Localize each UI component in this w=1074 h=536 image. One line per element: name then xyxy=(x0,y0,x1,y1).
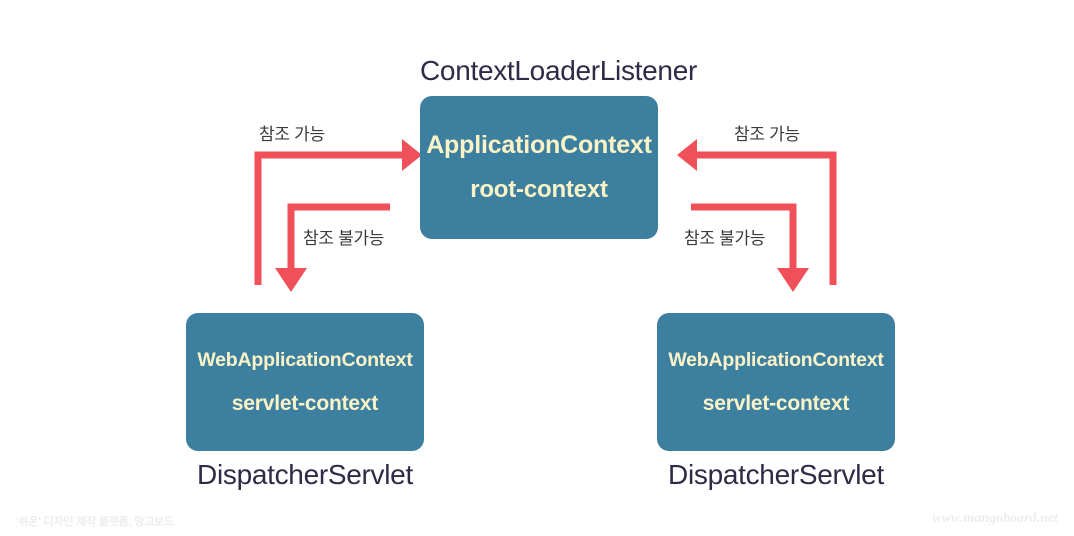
left-servlet-context-box-line1: WebApplicationContext xyxy=(197,348,413,371)
arrow-right-denied-head xyxy=(777,268,809,292)
arrow-right-denied xyxy=(691,203,809,292)
arrow-left-denied-head xyxy=(275,268,307,292)
right-servlet-context-box-line1: WebApplicationContext xyxy=(668,348,884,371)
root-context-box[interactable]: ApplicationContext root-context xyxy=(420,96,658,239)
arrow-label-left-allowed: 참조 가능 xyxy=(259,125,325,144)
left-servlet-context-box-line2: servlet-context xyxy=(231,391,379,415)
right-servlet-context-box-line2: servlet-context xyxy=(702,391,850,415)
arrow-left-denied xyxy=(275,203,390,292)
caption-dispatcher-servlet-left: DispatcherServlet xyxy=(197,459,413,490)
arrow-left-allowed xyxy=(254,139,422,285)
arrow-label-right-denied: 참조 불가능 xyxy=(684,229,766,248)
caption-dispatcher-servlet-right: DispatcherServlet xyxy=(668,459,884,490)
left-servlet-context-box[interactable]: WebApplicationContext servlet-context xyxy=(186,313,424,451)
root-context-box-line1: ApplicationContext xyxy=(426,131,652,159)
arrow-left-allowed-head xyxy=(402,139,422,171)
right-servlet-context-box[interactable]: WebApplicationContext servlet-context xyxy=(657,313,895,451)
footer-watermark-url: www.mangoboard.net xyxy=(932,511,1058,526)
arrow-right-allowed-line xyxy=(697,151,837,285)
root-context-box-line2: root-context xyxy=(470,176,608,203)
arrow-right-allowed-head xyxy=(677,139,697,171)
arrow-label-right-allowed: 참조 가능 xyxy=(734,125,800,144)
footer-watermark-left: '쉬운' 디자인 제작 플랫폼, 망고보드 xyxy=(16,516,174,528)
arrow-right-allowed xyxy=(677,139,837,285)
arrow-label-left-denied: 참조 불가능 xyxy=(303,229,385,248)
caption-context-loader-listener: ContextLoaderListener xyxy=(420,55,697,86)
arrow-left-allowed-line xyxy=(254,151,402,285)
